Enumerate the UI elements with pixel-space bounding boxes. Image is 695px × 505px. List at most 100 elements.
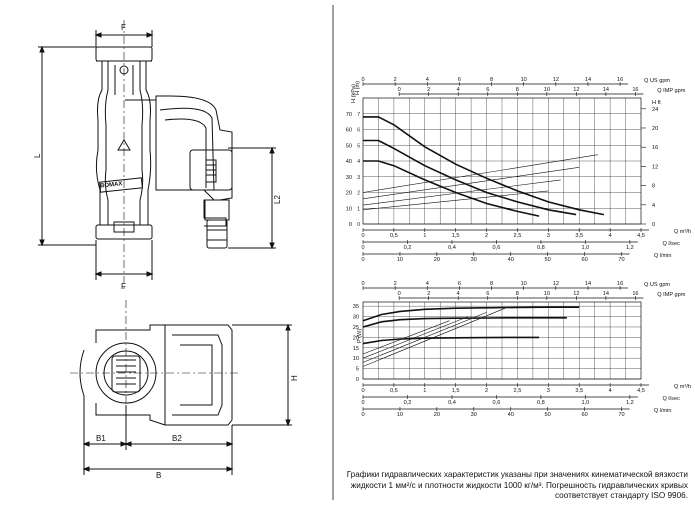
axis-lsec-tick-label: 0 bbox=[361, 245, 364, 251]
y-tick-label-m: 6 bbox=[357, 128, 360, 134]
axis-us-gpm-tick-label: 4 bbox=[426, 77, 429, 83]
axis-m3h-tick-label: 3,5 bbox=[575, 233, 583, 239]
axis-m3h-tick-label: 2 bbox=[485, 233, 488, 239]
dim-label-h: H bbox=[290, 375, 299, 381]
axis-m3h-tick-label: 0 bbox=[361, 233, 364, 239]
axis-m3h-unit-label: Q m³/h bbox=[674, 229, 691, 235]
axis-imp-gpm-tick-label: 8 bbox=[516, 87, 519, 93]
y-tick-label-m: 4 bbox=[357, 159, 360, 165]
axis-imp-gpm-tick-label: 2 bbox=[427, 87, 430, 93]
axis-imp-gpm-tick-label: 0 bbox=[398, 87, 401, 93]
axis-us-gpm-tick-label: 16 bbox=[617, 77, 623, 83]
y-tick-label-m: 0 bbox=[357, 222, 360, 228]
dim-label-l2: L2 bbox=[273, 195, 282, 204]
y-axis-label-m: H (m) bbox=[355, 81, 361, 95]
axis-us-gpm-tick-label: 12 bbox=[553, 281, 559, 287]
axis-us-gpm-tick-label: 2 bbox=[394, 77, 397, 83]
y-tick-label: 35 bbox=[353, 304, 359, 310]
axis-m3h-tick-label: 4,5 bbox=[637, 388, 645, 394]
y-tick-label: 25 bbox=[353, 325, 359, 331]
y-tick-label-ft: 20 bbox=[652, 126, 658, 132]
curve-series-1 bbox=[362, 306, 580, 322]
y-tick-label-ft: 12 bbox=[652, 164, 658, 170]
terminal-box bbox=[189, 149, 233, 191]
axis-imp-gpm-tick-label: 10 bbox=[544, 87, 550, 93]
y-tick-label-ft: 24 bbox=[652, 107, 658, 113]
control-line-3 bbox=[362, 316, 469, 359]
motor-plan-view bbox=[95, 324, 233, 426]
axis-lmin-tick-label: 70 bbox=[618, 412, 624, 418]
y-tick-label-m: 7 bbox=[357, 112, 360, 118]
motor-housing bbox=[125, 95, 233, 227]
axis-lsec-tick-label: 1,2 bbox=[626, 245, 634, 251]
axis-imp-gpm-tick-label: 12 bbox=[573, 291, 579, 297]
axis-imp-gpm-unit-label: Q IMP gpm bbox=[657, 292, 686, 298]
curve-series-3 bbox=[363, 160, 540, 217]
curve-series-2 bbox=[362, 317, 567, 328]
axis-lmin-tick-label: 30 bbox=[471, 257, 477, 263]
axis-lsec-tick-label: 0,8 bbox=[537, 400, 545, 406]
axis-lsec-tick-label: 0,2 bbox=[404, 400, 412, 406]
axis-m3h-tick-label: 0 bbox=[361, 388, 364, 394]
axis-lmin-tick-label: 60 bbox=[581, 257, 587, 263]
y-axis-label-kpa: H (kPa) bbox=[351, 84, 357, 103]
y-tick-label: 40 bbox=[346, 159, 352, 165]
axis-lmin-unit-label: Q l/min bbox=[654, 253, 672, 259]
axis-us-gpm-tick-label: 6 bbox=[458, 281, 461, 287]
axis-us-gpm-tick-label: 0 bbox=[361, 281, 364, 287]
axis-lmin-tick-label: 10 bbox=[397, 412, 403, 418]
axis-us-gpm-tick-label: 0 bbox=[361, 77, 364, 83]
axis-lsec-tick-label: 0,4 bbox=[448, 245, 456, 251]
y-tick-label: 30 bbox=[353, 315, 359, 321]
y-tick-label: 0 bbox=[356, 377, 359, 383]
y-tick-label: 20 bbox=[353, 335, 359, 341]
axis-lmin-tick-label: 60 bbox=[581, 412, 587, 418]
axis-us-gpm-unit-label: Q US gpm bbox=[644, 78, 670, 84]
axis-us-gpm-tick-label: 8 bbox=[490, 281, 493, 287]
axis-m3h-tick-label: 2 bbox=[485, 388, 488, 394]
axis-imp-gpm-tick-label: 0 bbox=[398, 291, 401, 297]
axis-lsec-tick-label: 0,6 bbox=[493, 400, 501, 406]
dim-label-f-top: F bbox=[121, 23, 126, 32]
control-line-4 bbox=[362, 320, 450, 355]
axis-lsec-tick-label: 1,0 bbox=[582, 245, 590, 251]
axis-imp-gpm-tick-label: 4 bbox=[457, 291, 460, 297]
y-tick-label-ft: 8 bbox=[652, 184, 655, 190]
axis-m3h-tick-label: 2,5 bbox=[514, 388, 522, 394]
axis-us-gpm-tick-label: 2 bbox=[394, 281, 397, 287]
axis-lsec-tick-label: 0,4 bbox=[448, 400, 456, 406]
axis-m3h-tick-label: 3 bbox=[547, 388, 550, 394]
y-tick-label: 10 bbox=[346, 206, 352, 212]
dim-label-l: L bbox=[33, 153, 42, 158]
chart-caption: Графики гидравлических характеристик ука… bbox=[346, 470, 688, 500]
control-line-1 bbox=[362, 307, 506, 367]
axis-lsec-tick-label: 0 bbox=[361, 400, 364, 406]
pump-technical-drawing: F F L L2 H B1 B2 B BOMAX bbox=[33, 5, 334, 500]
y-tick-label-m: 2 bbox=[357, 191, 360, 197]
axis-imp-gpm-unit-label: Q IMP gpm bbox=[657, 88, 686, 94]
axis-imp-gpm-tick-label: 4 bbox=[457, 87, 460, 93]
axis-m3h-tick-label: 4 bbox=[609, 388, 612, 394]
axis-imp-gpm-tick-label: 2 bbox=[427, 291, 430, 297]
axis-m3h-tick-label: 3 bbox=[547, 233, 550, 239]
y-tick-label: 0 bbox=[349, 222, 352, 228]
axis-imp-gpm-tick-label: 6 bbox=[486, 87, 489, 93]
y-tick-label-m: 5 bbox=[357, 143, 360, 149]
axis-us-gpm-tick-label: 16 bbox=[617, 281, 623, 287]
axis-us-gpm-tick-label: 4 bbox=[426, 281, 429, 287]
axis-imp-gpm-tick-label: 6 bbox=[486, 291, 489, 297]
dim-label-b1: B1 bbox=[96, 434, 106, 443]
y-tick-label-m: 1 bbox=[357, 206, 360, 212]
axis-lsec-unit-label: Q l/sec bbox=[662, 241, 680, 247]
curve-series-1 bbox=[363, 116, 605, 216]
axis-imp-gpm-tick-label: 8 bbox=[516, 291, 519, 297]
control-line-2 bbox=[362, 167, 580, 200]
axis-m3h-tick-label: 2,5 bbox=[514, 233, 522, 239]
axis-us-gpm-tick-label: 6 bbox=[458, 77, 461, 83]
axis-lmin-tick-label: 40 bbox=[508, 257, 514, 263]
control-line-3 bbox=[362, 179, 561, 206]
control-line-2 bbox=[362, 312, 487, 363]
axis-us-gpm-tick-label: 14 bbox=[585, 281, 591, 287]
